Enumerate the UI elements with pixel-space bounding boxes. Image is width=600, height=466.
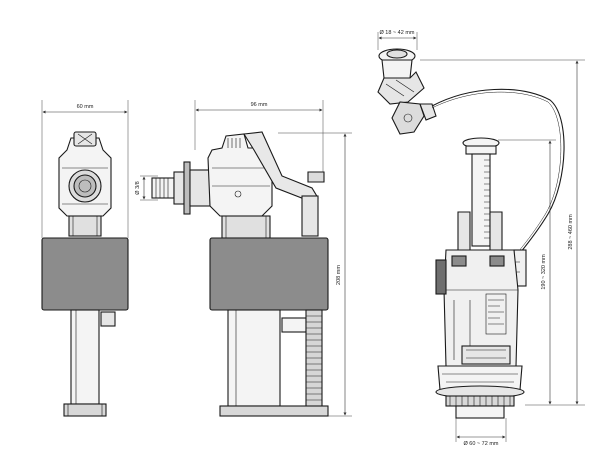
body-height-dimension: 190 ~ 320 mm — [498, 139, 556, 405]
base-diameter-dimension: Ø 60 ~ 72 mm — [455, 418, 507, 447]
scale-markings — [485, 293, 507, 335]
inlet-valve-side-view: 96 mm Ø 3/8 208 mm — [135, 100, 352, 417]
width-dimension: 60 mm — [41, 100, 129, 238]
base-diameter-label: Ø 60 ~ 72 mm — [463, 441, 498, 447]
height-dimension: 208 mm — [278, 132, 352, 417]
button-diameter-label: Ø 18 ~ 42 mm — [379, 30, 414, 36]
depth-label: 96 mm — [251, 102, 268, 108]
overall-height-label: 288 ~ 460 mm — [568, 214, 574, 250]
button-diameter-dimension: Ø 18 ~ 42 mm — [377, 30, 418, 50]
corrugated-hose — [305, 309, 323, 411]
adjustment-teeth — [484, 159, 490, 239]
flush-valve-view: Ø 18 ~ 42 mm 288 ~ 460 mm 190 ~ 320 mm Ø… — [377, 30, 585, 447]
overall-height-dimension: 288 ~ 460 mm — [420, 59, 585, 406]
height-label: 208 mm — [336, 265, 342, 285]
width-label: 60 mm — [77, 104, 94, 110]
thread-label: Ø 3/8 — [135, 181, 141, 194]
inlet-valve-front-view: 60 mm — [41, 100, 129, 417]
body-height-label: 190 ~ 320 mm — [541, 254, 547, 290]
cable — [431, 88, 565, 259]
depth-dimension: 96 mm — [194, 100, 324, 175]
threaded-inlet — [151, 161, 211, 215]
thread-dimension: Ø 3/8 — [135, 175, 158, 201]
push-button — [377, 48, 437, 135]
